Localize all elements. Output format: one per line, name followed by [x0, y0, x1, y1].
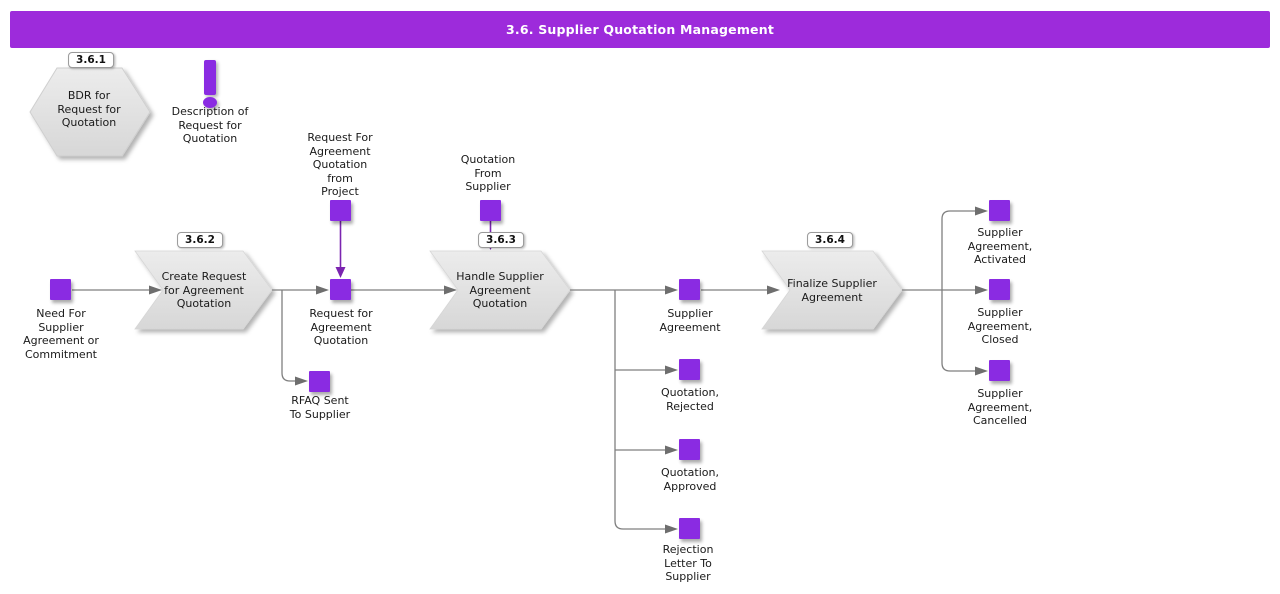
quotation-from-supplier-label: Quotation From Supplier — [460, 153, 516, 193]
event-supplier-agreement-cancelled[interactable] — [989, 360, 1010, 381]
rejection-letter-to-supplier-label: Rejection Letter To Supplier — [662, 543, 714, 583]
event-rfaq-sent-to-supplier[interactable] — [309, 371, 330, 392]
bdr-hexagon-label: BDR for Request for Quotation — [57, 89, 121, 129]
create-request-chevron[interactable] — [134, 250, 273, 330]
event-rejection-letter-to-supplier[interactable] — [679, 518, 700, 539]
supplier-agreement-cancelled-label: Supplier Agreement, Cancelled — [967, 387, 1033, 427]
quotation-rejected-label: Quotation, Rejected — [661, 386, 719, 413]
diagram-title: 3.6. Supplier Quotation Management — [505, 22, 775, 37]
event-quotation-rejected[interactable] — [679, 359, 700, 380]
handle-quotation-chevron[interactable] — [429, 250, 571, 330]
supplier-agreement-label: Supplier Agreement — [659, 307, 721, 334]
event-supplier-agreement-closed[interactable] — [989, 279, 1010, 300]
finalize-agreement-label: Finalize Supplier Agreement — [787, 277, 877, 304]
event-quotation-from-supplier[interactable] — [480, 200, 501, 221]
flow-lines — [72, 210, 975, 530]
handle-quotation-label: Handle Supplier Agreement Quotation — [456, 270, 544, 310]
need-for-supplier-label: Need For Supplier Agreement or Commitmen… — [23, 307, 99, 361]
note-label: Description of Request for Quotation — [171, 105, 249, 145]
rfaq-sent-to-supplier-label: RFAQ Sent To Supplier — [289, 394, 351, 421]
exclamation-icon[interactable] — [204, 60, 216, 95]
event-rfaq-from-project[interactable] — [330, 200, 351, 221]
badge-3-6-3[interactable]: 3.6.3 — [478, 232, 524, 248]
event-request-for-agreement-quotation[interactable] — [330, 279, 351, 300]
event-need-for-supplier[interactable] — [50, 279, 71, 300]
badge-3-6-1[interactable]: 3.6.1 — [68, 52, 114, 68]
exclamation-icon-dot — [203, 97, 217, 108]
event-supplier-agreement-activated[interactable] — [989, 200, 1010, 221]
finalize-agreement-chevron[interactable] — [761, 250, 903, 330]
supplier-agreement-closed-label: Supplier Agreement, Closed — [967, 306, 1033, 346]
create-request-label: Create Request for Agreement Quotation — [161, 270, 247, 310]
badge-3-6-4[interactable]: 3.6.4 — [807, 232, 853, 248]
supplier-agreement-activated-label: Supplier Agreement, Activated — [967, 226, 1033, 266]
quotation-approved-label: Quotation, Approved — [661, 466, 719, 493]
event-supplier-agreement[interactable] — [679, 279, 700, 300]
flow-arrowheads — [149, 206, 988, 534]
diagram-title-bar: 3.6. Supplier Quotation Management — [10, 11, 1270, 48]
bdr-hexagon-shape[interactable] — [29, 67, 151, 157]
request-for-agreement-quotation-label: Request for Agreement Quotation — [309, 307, 373, 347]
event-quotation-approved[interactable] — [679, 439, 700, 460]
rfaq-from-project-label: Request For Agreement Quotation from Pro… — [307, 131, 373, 198]
badge-3-6-2[interactable]: 3.6.2 — [177, 232, 223, 248]
